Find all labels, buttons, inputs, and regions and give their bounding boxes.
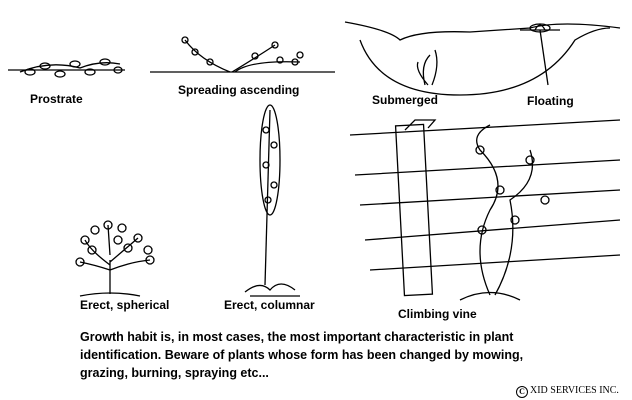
label-erect-spherical: Erect, spherical [80, 298, 170, 312]
caption-line: identification. Beware of plants whose f… [80, 348, 524, 362]
erect-spherical-plant-sketch [75, 220, 155, 297]
floating-plant-sketch [520, 24, 560, 86]
spreading-ascending-plant-sketch [150, 36, 335, 73]
submerged-plant-sketch [416, 49, 438, 86]
label-prostrate: Prostrate [30, 92, 83, 106]
label-submerged: Submerged [372, 93, 439, 107]
erect-columnar-plant-sketch [244, 104, 300, 297]
prostrate-plant-sketch [8, 58, 125, 78]
label-spreading-ascending: Spreading ascending [178, 83, 300, 97]
pond-sketch [344, 21, 621, 96]
label-floating: Floating [527, 94, 574, 108]
caption-line: grazing, burning, spraying etc... [80, 366, 269, 380]
label-climbing-vine: Climbing vine [398, 307, 477, 321]
climbing-vine-sketch [349, 119, 621, 301]
caption-line: Growth habit is, in most cases, the most… [80, 330, 514, 344]
copyright-icon: C [516, 386, 528, 398]
caption-text: Growth habit is, in most cases, the most… [80, 328, 523, 382]
copyright-text: XID SERVICES INC. [530, 385, 619, 396]
label-erect-columnar: Erect, columnar [224, 298, 315, 312]
